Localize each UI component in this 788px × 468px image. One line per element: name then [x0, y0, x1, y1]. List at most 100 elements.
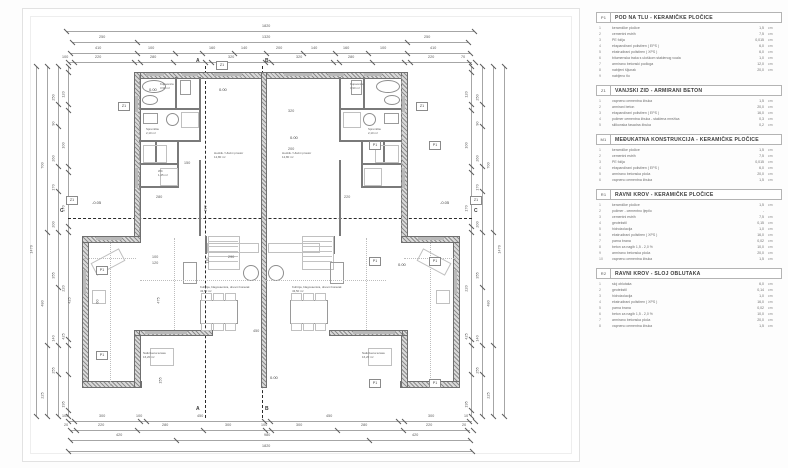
int-dim-11: 280 — [156, 195, 163, 199]
int-dim-4: 475 — [156, 297, 161, 304]
shower-right — [343, 112, 361, 128]
dim-top-r3-8: 410 — [430, 46, 437, 50]
window-lowerleft-1 — [83, 270, 86, 294]
dim-bot-r2-2: 280 — [162, 423, 169, 427]
dim-bot-r2-8: 20 — [462, 423, 467, 427]
callout-z1-midleft[interactable]: Z1 — [66, 196, 78, 205]
legend-row-value: 6,0 — [759, 282, 764, 286]
legend-row-desc: PE folija — [612, 160, 625, 164]
legend-title-m1: MEĐUKATNA KONSTRUKCIJA - KERAMIČKE PLOČI… — [615, 136, 759, 143]
legend-row-no: 5 — [599, 227, 601, 231]
legend-row-no: 3 — [599, 160, 601, 164]
dim-top-r4-1: 220 — [95, 55, 102, 59]
callout-z1-upperright[interactable]: Z1 — [416, 102, 428, 111]
int-dim-8: 155 — [158, 377, 163, 384]
room-area-4: 12,80 m² — [214, 154, 226, 159]
legend-row-no: 5 — [599, 306, 601, 310]
legend-header-z1: Z1 VANJSKI ZID - ARMIRANI BETON — [596, 85, 782, 96]
legend-row-no: 5 — [599, 123, 601, 127]
dim-bot-r1-9: 300 — [428, 414, 435, 418]
dim-bot-overall: 1820 — [262, 444, 271, 448]
dim-bot-r2-6: 280 — [361, 423, 368, 427]
storage-right — [375, 145, 399, 163]
legend-row-unit: cm — [768, 44, 773, 48]
dim-left-c4-0: 120 — [61, 91, 66, 98]
partition-ur-7 — [361, 186, 401, 188]
legend-row-value: 10,0 — [757, 312, 764, 316]
legend-row-desc: ekspandirani polistiren ( EPS ) — [612, 166, 660, 170]
int-dim-14: 220 — [344, 195, 351, 199]
callout-z1-top[interactable]: Z1 — [216, 61, 228, 70]
legend-row-no: 3 — [599, 38, 601, 42]
dim-top-r3-6: 160 — [343, 46, 350, 50]
callout-p1-8[interactable]: P1 — [96, 351, 108, 360]
legend-row-desc: keramičke pločice — [612, 148, 640, 152]
partition-ul-5 — [139, 163, 179, 165]
chair-r3 — [315, 293, 326, 301]
washbasin-left — [142, 95, 158, 105]
dim-top-r4-14: 70 — [461, 55, 466, 59]
legend-row-unit: cm — [768, 239, 773, 243]
dining-table-right — [290, 300, 328, 324]
callout-p1-2[interactable]: P1 — [429, 141, 441, 150]
callout-p1-7[interactable]: P1 — [429, 379, 441, 388]
callout-p1-3[interactable]: P1 — [96, 266, 108, 275]
legend-title-p1: POD NA TLU - KERAMIČKE PLOČICE — [615, 14, 713, 21]
legend-row-desc: bitumenska traka s uloškom staklenog voa… — [612, 56, 681, 60]
sliding-door-right — [353, 331, 395, 334]
callout-p1-5[interactable]: P1 — [429, 257, 441, 266]
callout-p1-1[interactable]: P1 — [369, 141, 381, 150]
chair-r2 — [303, 293, 314, 301]
bathtub-right — [376, 80, 400, 93]
int-dim-5: 100 — [152, 255, 159, 259]
legend-row-unit: cm — [768, 282, 773, 286]
window-top-5 — [328, 73, 344, 76]
dim-left-c3-7: 255 — [51, 367, 56, 374]
room-area-6: 16,20 m² — [143, 354, 155, 359]
kitchen-counter-left — [207, 243, 259, 253]
dim-left-480: 480 — [40, 300, 45, 307]
legend-block-m1: M1 MEĐUKATNA KONSTRUKCIJA - KERAMIČKE PL… — [596, 134, 782, 183]
callout-p1-4[interactable]: P1 — [369, 257, 381, 266]
vanity-left — [143, 113, 158, 124]
wc2-right — [364, 168, 382, 186]
dim-right-700: 700 — [486, 162, 491, 169]
partition-ur-4 — [339, 77, 341, 142]
legend-row-no: 1 — [599, 99, 601, 103]
dim-bot-r1-2: 100 — [136, 414, 143, 418]
callout-z1-midright[interactable]: Z1 — [470, 196, 482, 205]
window-left-1 — [135, 96, 138, 112]
legend-row-desc: ekstrudirani polistiren ( XPS ) — [612, 50, 658, 54]
dim-right-c3-5: 355 — [475, 272, 480, 279]
legend-header-r1: R1 RAVNI KROV - KERAMIČKE PLOČICE — [596, 189, 782, 200]
dim-right-c3-2: 260 — [475, 155, 480, 162]
legend-row-unit: cm — [768, 99, 773, 103]
window-left-2 — [135, 168, 138, 188]
legend-row-value: 0,3 — [759, 117, 764, 121]
partition-ur-6 — [361, 142, 363, 187]
dim-left-c4-8: 425 — [61, 333, 66, 340]
legend-row-desc: geotekstil — [612, 288, 627, 292]
callout-p1-6[interactable]: P1 — [369, 379, 381, 388]
legend-row-no: 2 — [599, 105, 601, 109]
dim-top-overall: 1820 — [262, 24, 271, 28]
terrace-wall-left — [134, 330, 141, 388]
legend-row-desc: beton za nagib 1,5 - 2,0 % — [612, 245, 653, 249]
room-area-8: 2,10 m² — [368, 130, 378, 135]
callout-z1-upperleft[interactable]: Z1 — [118, 102, 130, 111]
